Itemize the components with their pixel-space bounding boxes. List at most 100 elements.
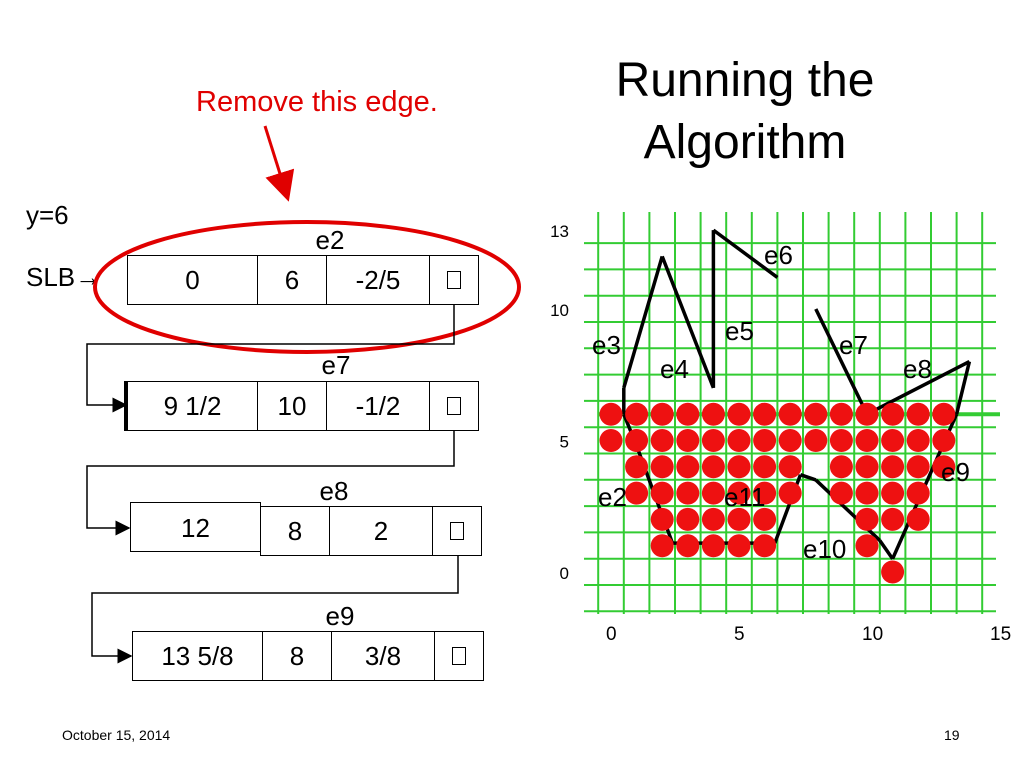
filled-pixel [855,481,879,505]
filled-pixel [650,481,674,505]
pointer-box-icon [447,397,461,415]
filled-pixel [906,507,930,531]
filled-pixel [778,455,802,479]
edge-label: e9 [941,457,970,487]
record-e9-x: 13 5/8 [132,631,263,681]
filled-pixel [676,402,700,426]
scanline-y-label: y=6 [26,200,69,230]
filled-pixel [676,534,700,558]
filled-pixel [804,402,828,426]
record-e9-inv-slope: 3/8 [331,631,435,681]
title-line-1: Running the [615,54,875,107]
pointer-link-2 [86,420,455,536]
filled-pixel [625,455,649,479]
y-tick-label: 0 [560,564,569,583]
record-e8-inv-slope: 2 [329,506,433,556]
filled-pixel [753,507,777,531]
record-e7-inv-slope: -1/2 [326,381,430,431]
filled-pixel [676,455,700,479]
filled-pixel [881,507,905,531]
filled-pixel [932,429,956,452]
polygon-edge [866,360,971,416]
filled-pixel [881,429,905,452]
filled-pixel [650,455,674,479]
record-label-e7: e7 [321,350,351,380]
record-e7-ymax: 10 [257,381,327,431]
filled-pixel [881,455,905,479]
filled-pixel [855,455,879,479]
slb-text: SLB [26,262,76,292]
filled-pixel [855,429,879,452]
pointer-box-icon [447,271,461,289]
edge-label: e11 [724,482,765,512]
filled-pixel [829,429,853,452]
filled-pixel [855,534,879,558]
record-label-e2: e2 [315,225,345,255]
filled-pixel [778,429,802,452]
edge-label: e5 [725,316,754,346]
remove-note-arrow [263,125,295,202]
filled-pixel [701,481,725,505]
filled-pixel [778,402,802,426]
record-e2-inv-slope: -2/5 [326,255,430,305]
filled-pixel [701,534,725,558]
record-e2-ymax: 6 [257,255,327,305]
filled-pixel [676,429,700,452]
footer-date: October 15, 2014 [62,727,171,743]
edge-label: e8 [903,354,932,384]
filled-pixel [881,560,905,584]
filled-pixel [650,429,674,452]
x-tick-label: 10 [862,624,883,645]
polygon-edge [660,255,716,389]
filled-pixel [625,402,649,426]
filled-pixel [650,402,674,426]
filled-pixel [727,481,751,505]
y-tick-label: 10 [550,301,569,320]
pointer-link-3 [91,546,459,664]
filled-pixel [701,507,725,531]
filled-pixel [855,507,879,531]
filled-pixel [932,455,956,479]
edge-label: e6 [764,240,793,270]
filled-pixel [753,402,777,426]
filled-pixel [727,429,751,452]
y-tick-label: 5 [560,433,569,452]
filled-pixel [625,429,649,452]
filled-pixel [753,481,777,505]
record-e8-pointer [432,506,482,556]
filled-pixel [778,481,802,505]
filled-pixel [829,455,853,479]
record-e7-pointer [429,381,479,431]
filled-pixel [829,481,853,505]
polygon-edge [814,308,869,415]
y-tick-label: 13 [550,222,569,241]
filled-pixel [701,455,725,479]
record-e2-x: 0 [127,255,258,305]
filled-pixel [753,455,777,479]
pointer-box-icon [450,522,464,540]
x-tick-label: 0 [606,624,617,645]
record-e8-x: 12 [130,502,261,552]
highlight-ellipse [93,220,521,354]
filled-pixel [727,507,751,531]
filled-pixel [599,429,623,452]
pointer-box-icon [452,647,466,665]
record-e9-pointer [434,631,484,681]
filled-pixel [676,507,700,531]
polygon-edge [954,361,972,415]
filled-pixel [906,481,930,505]
filled-pixel [701,429,725,452]
record-e7-x: 9 1/2 [127,381,258,431]
polygon-edge [799,473,817,482]
polygon-edge [878,539,895,560]
edge-label: e2 [598,482,627,512]
polygon-edge [622,255,664,389]
page-number: 19 [944,727,960,743]
slide-title: Running the Algorithm [560,50,930,174]
edge-label: e4 [660,354,689,384]
filled-pixel [701,402,725,426]
